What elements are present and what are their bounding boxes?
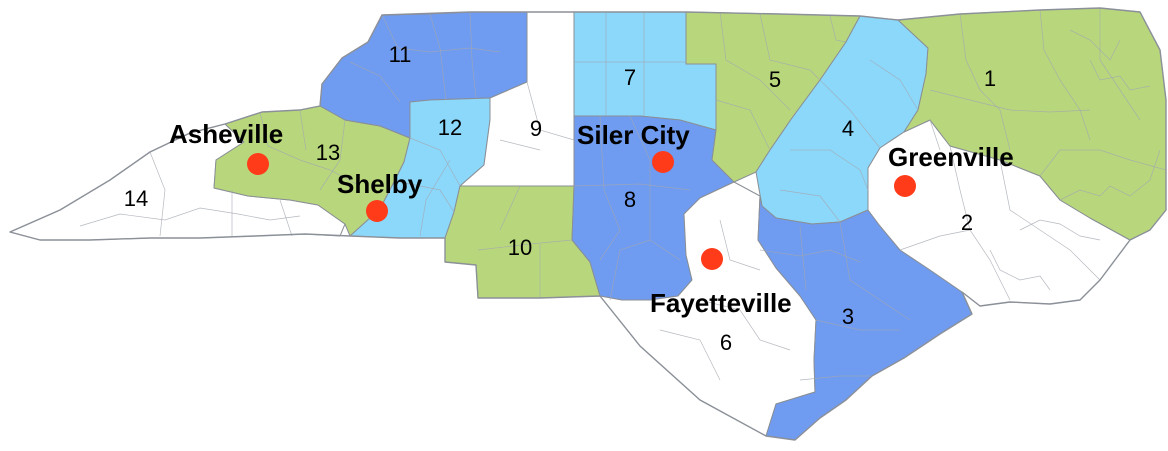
region-label-5: 5 — [769, 67, 781, 92]
region-label-2: 2 — [961, 210, 973, 235]
region-label-12: 12 — [438, 115, 462, 140]
shelby-marker — [366, 200, 388, 222]
coastal-sound-detail — [989, 59, 1161, 291]
region-label-6: 6 — [720, 330, 732, 355]
city-label-greenville: Greenville — [888, 142, 1014, 172]
region-label-14: 14 — [124, 186, 148, 211]
region-label-7: 7 — [624, 65, 636, 90]
region-label-10: 10 — [508, 235, 532, 260]
state-outline — [9, 7, 1167, 441]
city-labels: Asheville Shelby Siler City Fayetteville… — [169, 119, 1014, 318]
county-lines — [79, 8, 1167, 381]
region-label-8: 8 — [624, 187, 636, 212]
region-labels: 1 2 3 4 5 6 7 8 9 10 11 12 13 14 — [124, 42, 996, 355]
greenville-marker — [894, 175, 916, 197]
city-markers — [247, 151, 916, 270]
region-label-11: 11 — [389, 42, 412, 67]
city-label-shelby: Shelby — [337, 169, 423, 199]
region-label-13: 13 — [316, 140, 340, 165]
city-label-fayetteville: Fayetteville — [650, 288, 792, 318]
asheville-marker — [247, 153, 269, 175]
region-label-1: 1 — [984, 66, 996, 91]
city-label-siler-city: Siler City — [577, 120, 690, 150]
fayetteville-marker — [701, 248, 723, 270]
region-label-4: 4 — [842, 116, 854, 141]
city-label-asheville: Asheville — [169, 119, 283, 149]
siler-city-marker — [652, 151, 674, 173]
region-label-3: 3 — [842, 304, 854, 329]
region-label-9: 9 — [530, 116, 542, 141]
